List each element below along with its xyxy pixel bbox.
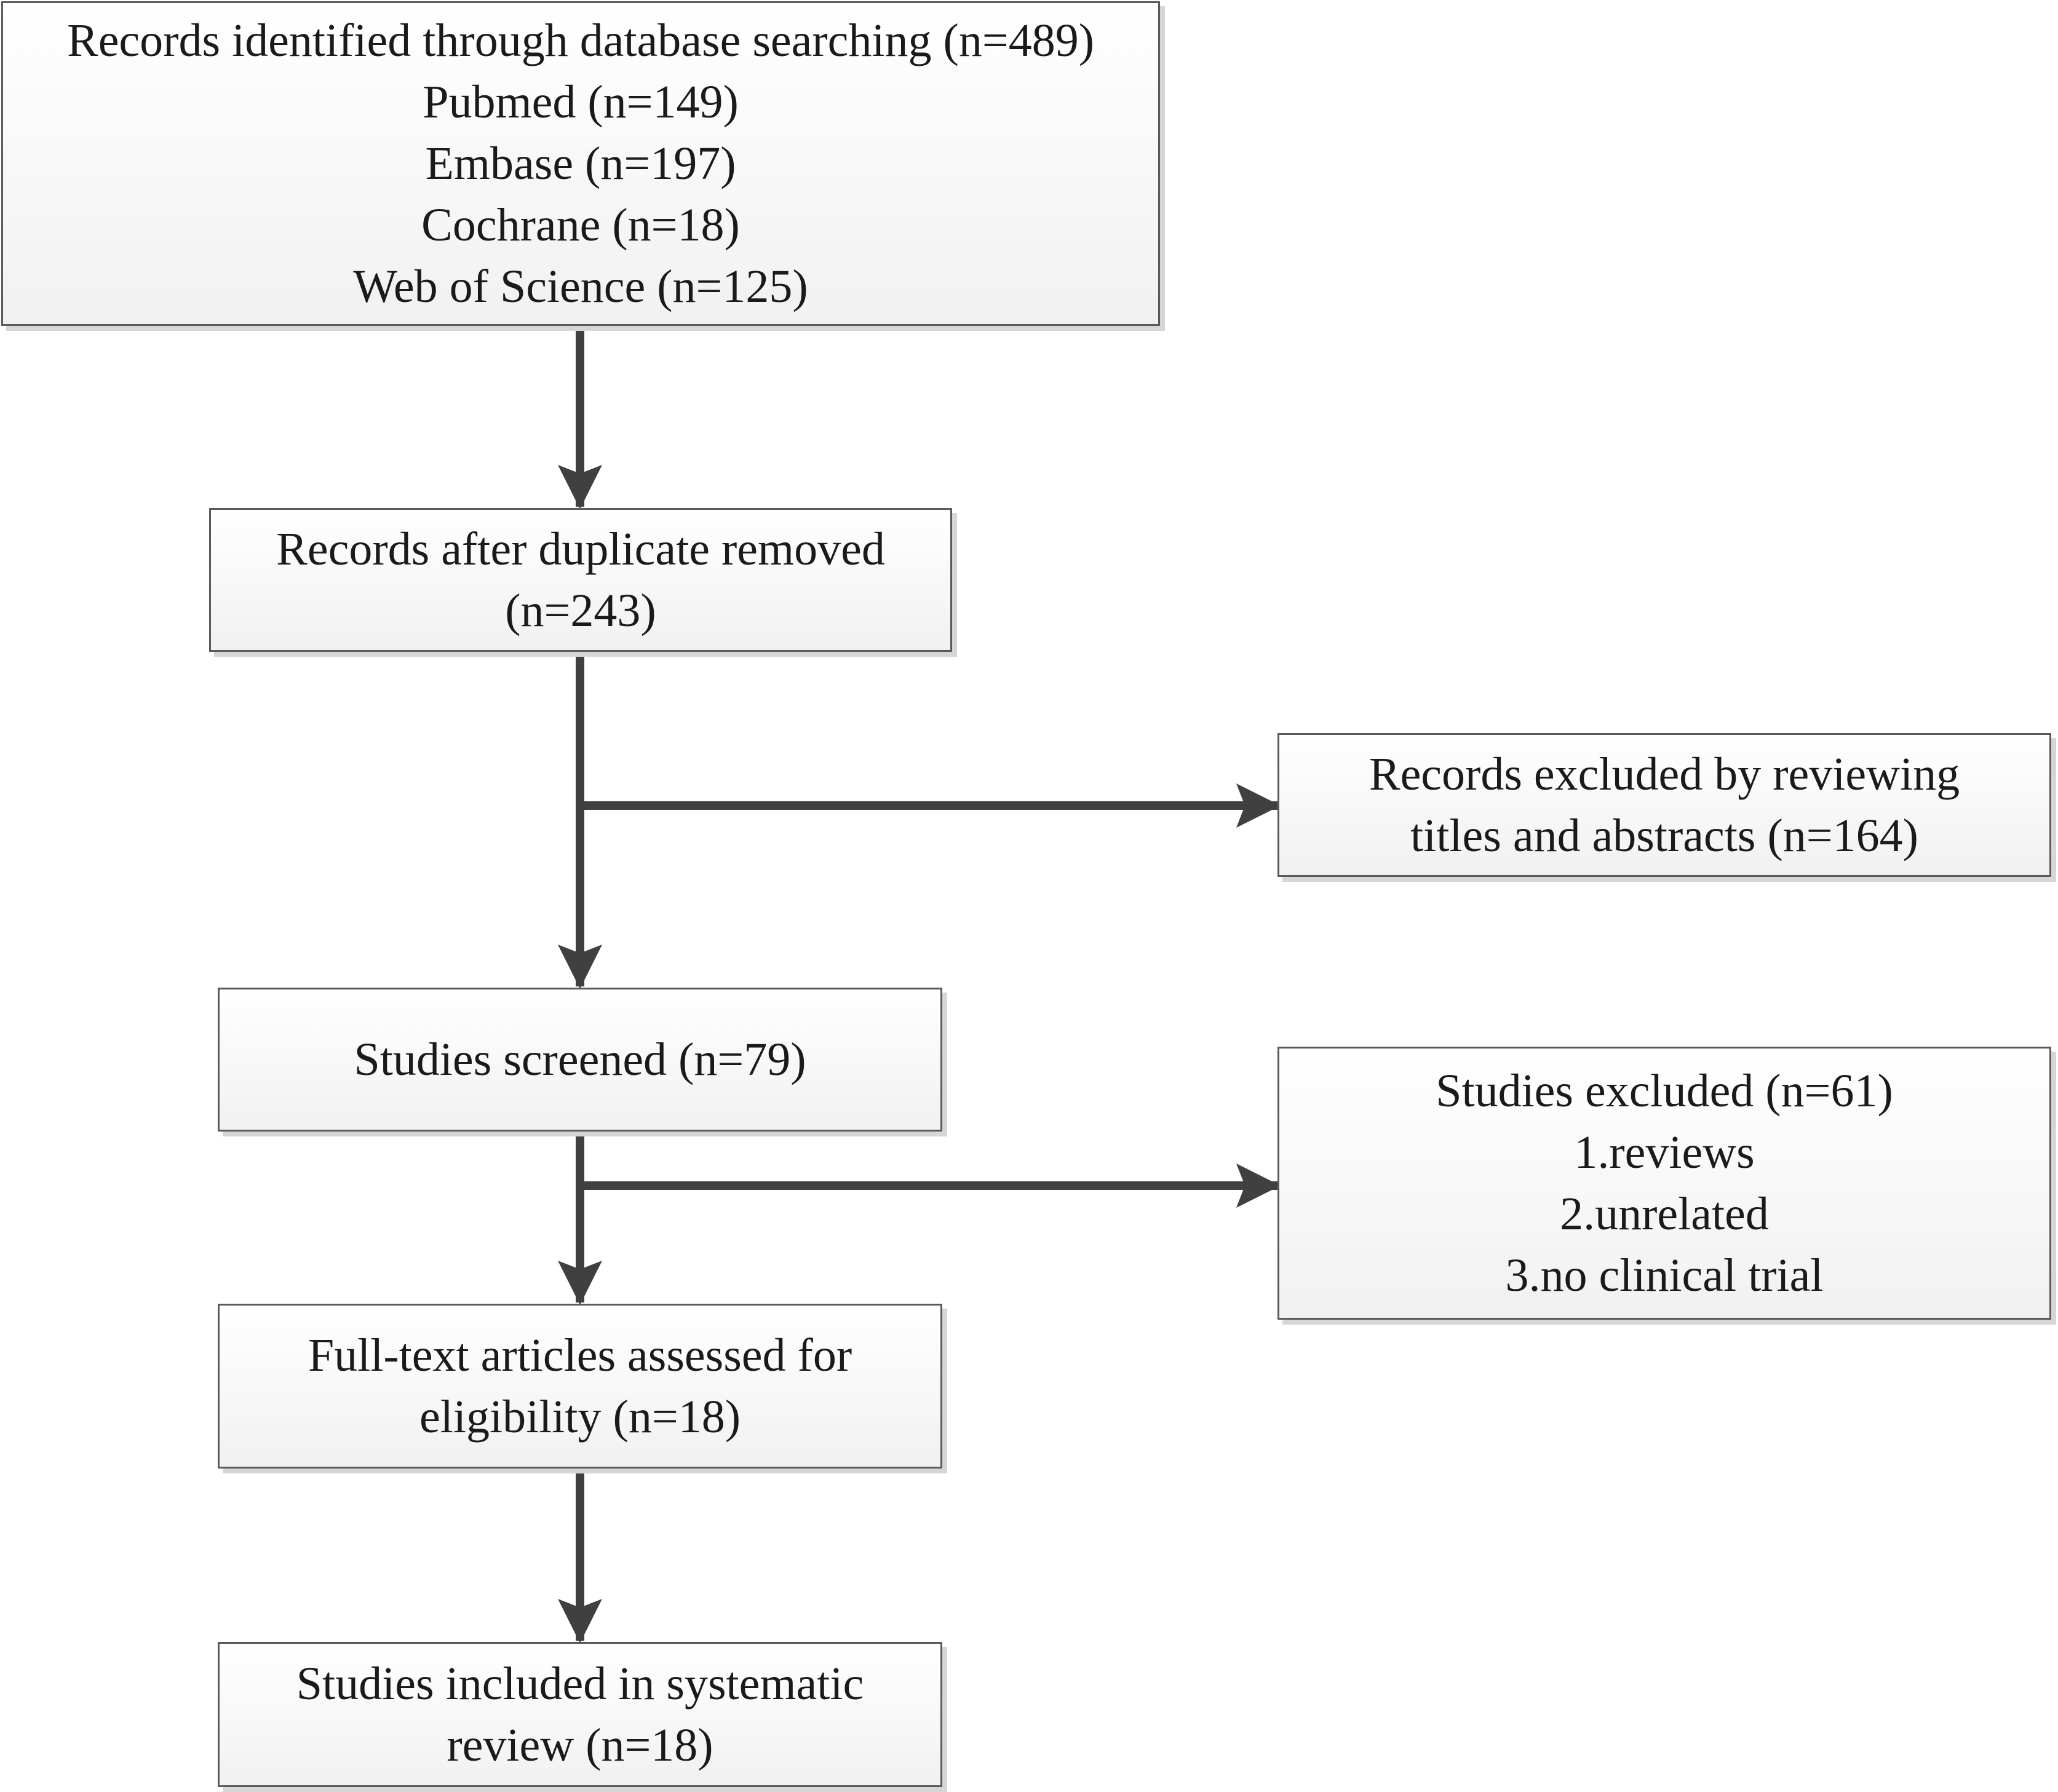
records-excluded-count: titles and abstracts (n=164) (1410, 810, 1918, 862)
full-text-label: Full-text articles assessed for (308, 1330, 852, 1381)
records-excluded-label: Records excluded by reviewing (1369, 748, 1960, 800)
studies-included-label: Studies included in systematic (296, 1658, 864, 1710)
pubmed-count: Pubmed (n=149) (423, 76, 739, 128)
studies-screened-label: Studies screened (n=79) (354, 1034, 806, 1085)
embase-count: Embase (n=197) (425, 138, 736, 189)
web-of-science-count: Web of Science (n=125) (353, 261, 808, 312)
records-after-duplicates-box: Records after duplicate removed (n=243) (209, 508, 952, 652)
after-duplicates-label: Records after duplicate removed (276, 523, 885, 575)
studies-excluded-label: Studies excluded (n=61) (1436, 1065, 1893, 1117)
records-excluded-box: Records excluded by reviewing titles and… (1277, 733, 2051, 877)
exclusion-reason-unrelated: 2.unrelated (1560, 1188, 1769, 1240)
studies-screened-box: Studies screened (n=79) (218, 988, 942, 1132)
after-duplicates-count: (n=243) (505, 585, 656, 636)
full-text-count: eligibility (n=18) (419, 1391, 741, 1443)
studies-excluded-box: Studies excluded (n=61) 1.reviews 2.unre… (1277, 1047, 2051, 1320)
exclusion-reason-no-clinical-trial: 3.no clinical trial (1505, 1250, 1824, 1301)
cochrane-count: Cochrane (n=18) (421, 199, 740, 251)
full-text-assessed-box: Full-text articles assessed for eligibil… (218, 1304, 942, 1469)
exclusion-reason-reviews: 1.reviews (1574, 1127, 1755, 1178)
records-identified-title: Records identified through database sear… (67, 15, 1094, 66)
studies-included-count: review (n=18) (447, 1719, 713, 1771)
studies-included-box: Studies included in systematic review (n… (218, 1642, 942, 1787)
records-identified-box: Records identified through database sear… (1, 1, 1160, 326)
